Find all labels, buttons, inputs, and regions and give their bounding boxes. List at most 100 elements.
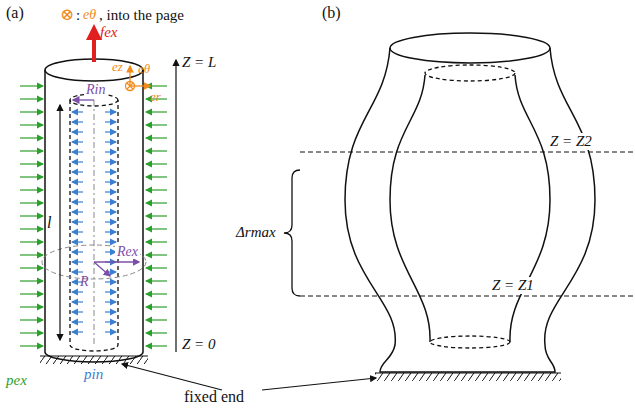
pressure-arrow xyxy=(72,191,83,192)
pressure-arrow xyxy=(105,121,116,122)
pressure-arrow xyxy=(146,280,167,281)
panel-tag: (b) xyxy=(322,4,341,22)
pressure-arrow xyxy=(105,211,116,212)
pressure-arrow xyxy=(72,261,83,262)
pressure-arrow xyxy=(146,319,167,320)
pressure-arrow xyxy=(20,111,43,112)
pressure-arrow xyxy=(146,150,167,151)
pressure-arrow xyxy=(146,124,167,125)
symbol-caption: , into the page xyxy=(99,7,184,24)
pressure-arrow xyxy=(20,137,43,138)
pressure-arrow xyxy=(105,311,116,312)
pressure-arrow xyxy=(72,331,83,332)
pressure-arrow xyxy=(20,176,43,177)
pressure-arrow xyxy=(146,241,167,242)
pressure-arrow xyxy=(20,150,43,151)
pressure-arrow xyxy=(105,181,116,182)
pressure-arrow xyxy=(146,189,167,190)
pressure-arrow xyxy=(146,163,167,164)
pressure-arrow xyxy=(146,176,167,177)
pressure-arrow xyxy=(105,161,116,162)
pressure-arrow xyxy=(20,202,43,203)
pressure-arrow xyxy=(72,161,83,162)
pressure-arrow xyxy=(146,228,167,229)
pressure-arrow xyxy=(105,191,116,192)
basis-vector: eθ xyxy=(138,62,150,76)
pressure-arrow xyxy=(20,345,43,346)
pressure-arrow xyxy=(20,280,43,281)
pressure-arrow xyxy=(72,181,83,182)
pressure-arrow xyxy=(20,332,43,333)
pressure-arrow xyxy=(20,189,43,190)
radius-label: Rex xyxy=(115,244,140,259)
pressure-arrow xyxy=(146,267,167,268)
pressure-arrow xyxy=(146,215,167,216)
pressure-arrow xyxy=(20,215,43,216)
pressure-arrow xyxy=(72,171,83,172)
radius-label: R xyxy=(80,274,89,289)
axis-position: Z = L xyxy=(182,54,216,71)
pressure-arrow xyxy=(72,151,83,152)
pressure-arrow xyxy=(146,137,167,138)
pressure-arrow xyxy=(105,321,116,322)
pressure-label: pex xyxy=(6,372,27,389)
pressure-arrow xyxy=(105,221,116,222)
pressure-arrow xyxy=(105,291,116,292)
radius-label: Rin xyxy=(84,82,107,97)
pressure-arrow xyxy=(72,221,83,222)
into-page-symbol: ⊗ xyxy=(60,6,74,25)
pressure-arrow xyxy=(20,163,43,164)
pressure-arrow xyxy=(105,151,116,152)
pressure-arrow xyxy=(146,254,167,255)
pressure-arrow xyxy=(146,111,167,112)
pressure-arrow xyxy=(20,267,43,268)
axis-position: Z = 0 xyxy=(182,336,215,353)
pressure-arrow xyxy=(20,85,43,86)
pressure-arrow xyxy=(20,319,43,320)
pressure-arrow xyxy=(20,124,43,125)
pressure-arrow xyxy=(72,301,83,302)
section-position: Z = Z2 xyxy=(548,133,594,150)
pressure-arrow xyxy=(105,301,116,302)
pressure-arrow xyxy=(20,306,43,307)
length-label: l xyxy=(47,214,51,232)
pressure-arrow xyxy=(105,331,116,332)
pressure-arrow xyxy=(105,231,116,232)
pressure-arrow xyxy=(146,345,167,346)
pressure-arrow xyxy=(146,306,167,307)
pressure-arrow xyxy=(72,121,83,122)
pressure-arrow xyxy=(20,228,43,229)
pressure-arrow xyxy=(72,201,83,202)
pressure-arrow xyxy=(72,311,83,312)
pressure-arrow xyxy=(20,241,43,242)
pressure-arrow xyxy=(20,293,43,294)
pressure-arrow xyxy=(72,321,83,322)
panel-tag: (a) xyxy=(6,4,24,22)
pressure-arrow xyxy=(146,293,167,294)
pressure-arrow xyxy=(72,251,83,252)
basis-vector: ez xyxy=(112,60,123,74)
pressure-arrow xyxy=(72,291,83,292)
pressure-arrow xyxy=(20,98,43,99)
pressure-arrow xyxy=(105,281,116,282)
support-label: fixed end xyxy=(184,388,244,406)
pressure-arrow xyxy=(72,271,83,272)
pressure-label: pin xyxy=(84,366,103,383)
pressure-arrow xyxy=(105,241,116,242)
section-position: Z = Z1 xyxy=(490,277,536,294)
pressure-arrow xyxy=(72,241,83,242)
pressure-arrow xyxy=(105,141,116,142)
pressure-arrow xyxy=(20,254,43,255)
pressure-arrow xyxy=(72,231,83,232)
basis-vector: er xyxy=(150,90,161,104)
basis-vector: eθ xyxy=(83,7,96,22)
pressure-arrow xyxy=(146,202,167,203)
force-label: fex xyxy=(100,24,117,41)
symbol-colon: : xyxy=(76,7,80,24)
pressure-arrow xyxy=(72,211,83,212)
pressure-arrow xyxy=(72,141,83,142)
pressure-arrow xyxy=(72,111,83,112)
pressure-arrow xyxy=(105,131,116,132)
